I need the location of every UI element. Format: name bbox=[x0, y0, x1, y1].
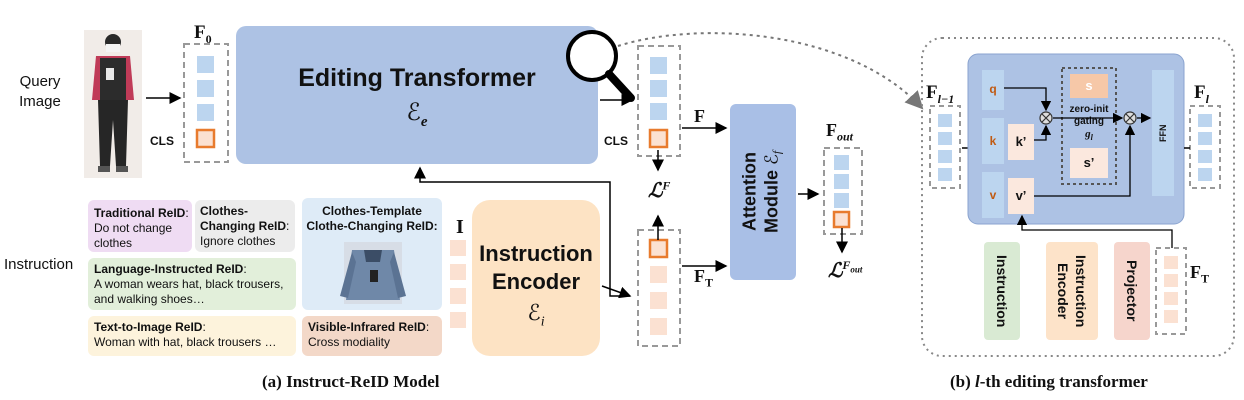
f-l-minus-1-label: Fl−1 bbox=[926, 82, 955, 106]
f-l-column bbox=[1189, 105, 1221, 189]
text-to-image-reid-box bbox=[88, 316, 296, 356]
s-label: s bbox=[1085, 78, 1093, 93]
language-instructed-reid-text: Language-Instructed ReID:A woman wears h… bbox=[94, 262, 284, 306]
zero-init-gating-label: zero-init gating gl bbox=[1069, 104, 1109, 143]
clothes-template-image bbox=[340, 242, 406, 304]
k-prime-label: k’ bbox=[1015, 134, 1027, 149]
visible-infrared-reid-text: Visible-Infrared ReID:Cross modiality bbox=[308, 320, 430, 349]
query-image-label: Query Image bbox=[19, 73, 61, 110]
language-instructed-reid-box bbox=[88, 258, 296, 310]
text-to-image-reid-text: Text-to-Image ReID:Woman with hat, black… bbox=[94, 320, 277, 349]
instruction-token-column bbox=[450, 240, 466, 328]
f-t-label-detail: FT bbox=[1190, 262, 1210, 286]
clothes-changing-reid-text: Clothes-Changing ReID:Ignore clothes bbox=[200, 204, 290, 248]
cls-label-right: CLS bbox=[604, 134, 628, 148]
query-image bbox=[84, 30, 142, 178]
i-label: I bbox=[456, 216, 464, 238]
k-label: k bbox=[989, 134, 997, 148]
clothes-changing-reid-box bbox=[195, 200, 295, 252]
s-prime-label: s’ bbox=[1083, 155, 1095, 170]
magnifier-icon bbox=[566, 30, 635, 102]
instruction-encoder-symbol: ℰi bbox=[527, 300, 545, 330]
f0-token-column bbox=[183, 43, 229, 163]
editing-transformer-box bbox=[236, 26, 598, 164]
ft-token-column bbox=[637, 229, 681, 347]
legend-instruction: Instruction bbox=[994, 254, 1010, 328]
editing-transformer-symbol: ℰe bbox=[406, 100, 428, 130]
ft-label: FT bbox=[694, 266, 714, 290]
clothes-template-reid-text: Clothes-Template Clothe-Changing ReID: bbox=[306, 204, 438, 233]
cls-label-left: CLS bbox=[150, 134, 174, 148]
f0-label: F0 bbox=[194, 22, 212, 46]
v-prime-label: v’ bbox=[1015, 188, 1027, 203]
legend-instruction-encoder: Instruction Encoder bbox=[1055, 254, 1089, 328]
traditional-reid-text: Traditional ReID:Do not change clothes bbox=[94, 206, 189, 250]
instruction-label: Instruction bbox=[4, 256, 74, 273]
attention-module-box bbox=[730, 104, 796, 280]
instruction-encoder-title: Instruction Encoder bbox=[479, 241, 593, 294]
visible-infrared-reid-box bbox=[302, 316, 442, 356]
caption-a: (a) Instruct-ReID Model bbox=[262, 372, 440, 391]
loss-fout-label: ℒFout bbox=[828, 258, 863, 282]
f-label: F bbox=[694, 106, 705, 126]
q-label: q bbox=[989, 82, 997, 96]
fout-label: Fout bbox=[826, 120, 854, 144]
instruction-encoder-box bbox=[472, 200, 600, 356]
fout-token-column bbox=[823, 147, 863, 235]
f-l-minus-1-column bbox=[929, 105, 961, 189]
ffn-label: FFN bbox=[1158, 124, 1168, 142]
v-label: v bbox=[989, 188, 997, 202]
legend-projector: Projector bbox=[1124, 260, 1140, 322]
traditional-reid-box bbox=[88, 200, 192, 252]
loss-f-label: ℒF bbox=[648, 178, 671, 202]
f-t-column-detail bbox=[1155, 247, 1187, 335]
caption-b: (b) l-th editing transformer bbox=[950, 372, 1148, 391]
editing-transformer-title: Editing Transformer bbox=[298, 64, 536, 92]
f-token-column bbox=[637, 45, 681, 157]
f-l-label: Fl bbox=[1194, 82, 1209, 106]
